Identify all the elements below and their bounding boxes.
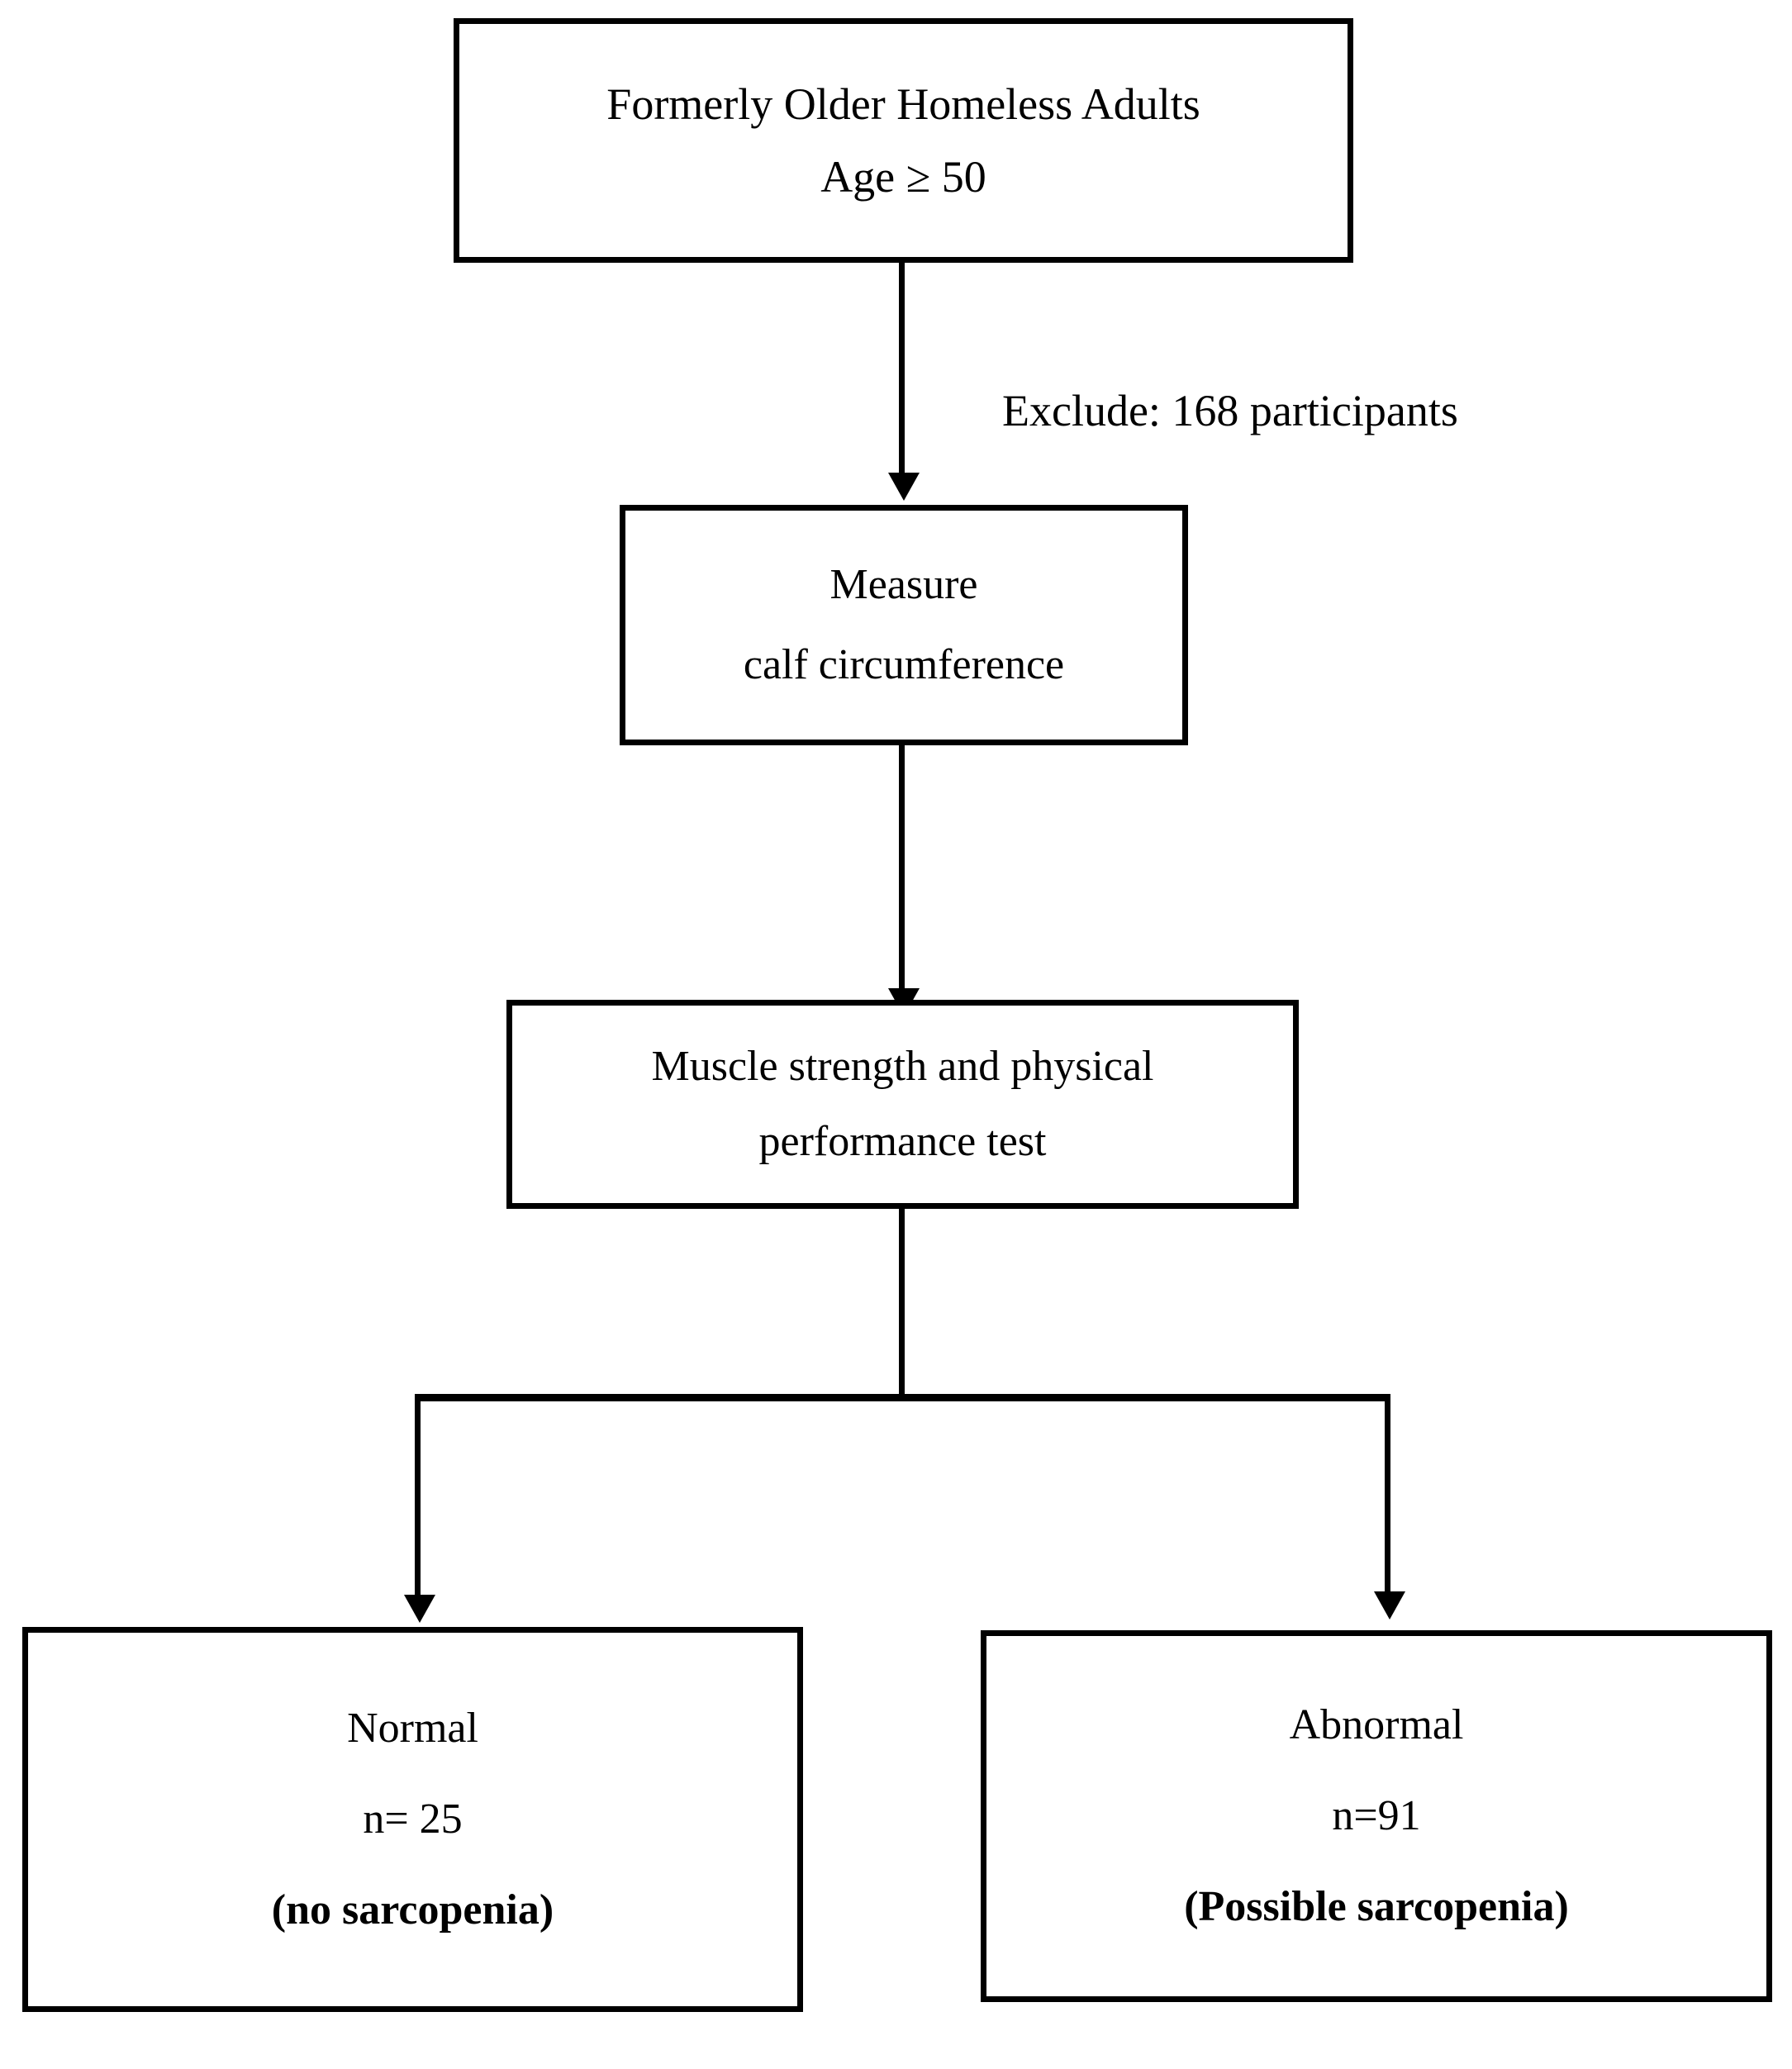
- node-abnormal-classification: (Possible sarcopenia): [1184, 1883, 1569, 1931]
- connector-cohort-to-measure-line: [899, 263, 905, 473]
- exclude-annotation-label: Exclude: 168 participants: [1002, 386, 1458, 435]
- node-muscle-strength-test[interactable]: Muscle strength and physical performance…: [506, 1000, 1299, 1209]
- node-test-line-2: performance test: [758, 1117, 1047, 1165]
- node-measure-line-2: calf circumference: [743, 640, 1065, 688]
- node-abnormal-line-1: Abnormal: [1289, 1700, 1464, 1748]
- node-normal-count: n= 25: [363, 1795, 463, 1843]
- arrowhead-down-icon: [888, 473, 920, 501]
- connector-test-split-stem: [899, 1209, 905, 1397]
- node-test-line-1: Muscle strength and physical: [651, 1043, 1154, 1091]
- node-cohort-line-1: Formerly Older Homeless Adults: [606, 78, 1200, 129]
- node-cohort[interactable]: Formerly Older Homeless Adults Age ≥ 50: [454, 18, 1353, 263]
- node-outcome-normal[interactable]: Normal n= 25 (no sarcopenia): [22, 1627, 803, 2012]
- arrowhead-down-icon: [1374, 1591, 1405, 1620]
- node-normal-classification: (no sarcopenia): [271, 1886, 554, 1934]
- node-measure-calf-circumference[interactable]: Measure calf circumference: [620, 505, 1188, 745]
- node-outcome-abnormal[interactable]: Abnormal n=91 (Possible sarcopenia): [981, 1630, 1772, 2002]
- node-measure-line-1: Measure: [829, 561, 978, 609]
- node-cohort-line-2: Age ≥ 50: [820, 152, 986, 202]
- arrowhead-down-icon: [404, 1595, 435, 1623]
- node-normal-line-1: Normal: [347, 1704, 478, 1752]
- connector-test-split-bar: [415, 1394, 1390, 1401]
- connector-test-to-normal-line: [415, 1394, 421, 1596]
- connector-measure-to-test-line: [899, 745, 905, 989]
- connector-test-to-abnormal-line: [1385, 1394, 1390, 1592]
- node-abnormal-count: n=91: [1332, 1791, 1421, 1839]
